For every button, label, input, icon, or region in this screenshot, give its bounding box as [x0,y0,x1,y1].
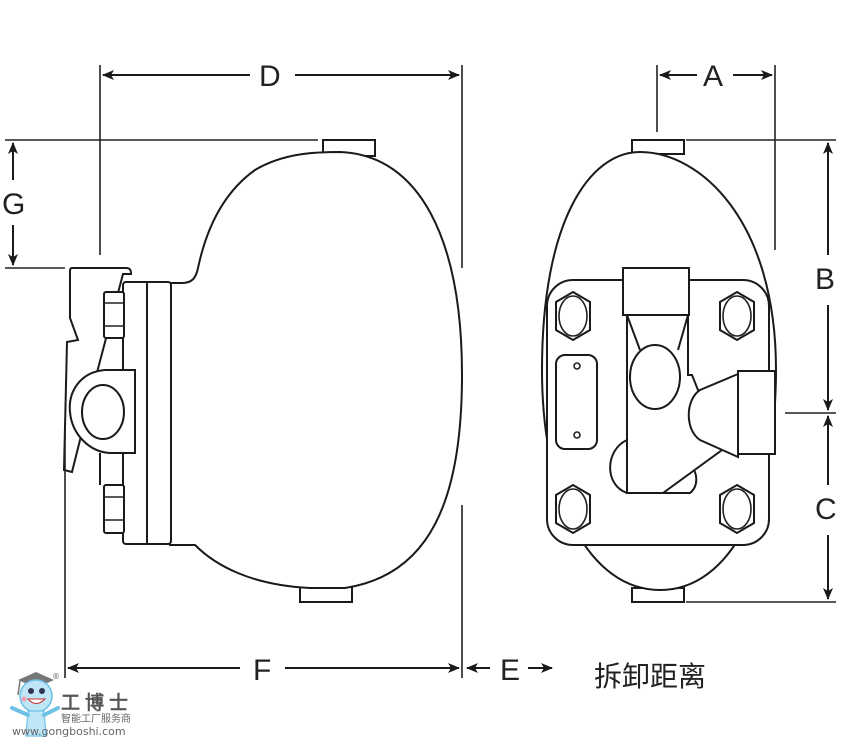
bolt-head-top [103,291,125,339]
dimension-label-c: C [815,493,837,526]
bolt-head-bottom [103,484,125,534]
inlet-port [629,344,681,410]
dimension-label-f: F [253,654,272,687]
dimension-label-e: E [500,654,521,687]
dimension-lines [5,65,836,678]
pipe-connection [68,369,136,454]
nameplate-slot [555,354,598,450]
front-view [540,139,778,603]
registered-mark: ® [52,672,60,681]
hex-nut-icon [555,483,591,535]
outlet-boss [737,370,776,455]
hex-nut-icon [719,483,755,535]
logo-name: 工博士 [61,692,134,714]
dimension-label-g: G [2,188,26,221]
outlet-cone [687,372,739,459]
logo-tagline: 智能工厂服务商 [61,714,131,725]
gongboshi-mascot-logo [10,672,60,737]
dimension-label-b: B [815,263,836,296]
removal-distance-label: 拆卸距离 [594,660,707,693]
dimension-label-d: D [259,60,281,93]
body-shell [169,150,464,589]
hex-nut-icon [719,290,755,342]
hex-nut-icon [555,290,591,342]
hex-nuts [555,290,755,535]
inlet-boss [622,267,690,316]
side-view [62,139,464,603]
port-opening [81,384,125,440]
dimension-label-a: A [703,60,724,93]
logo-url: www.gongboshi.com [12,725,126,738]
